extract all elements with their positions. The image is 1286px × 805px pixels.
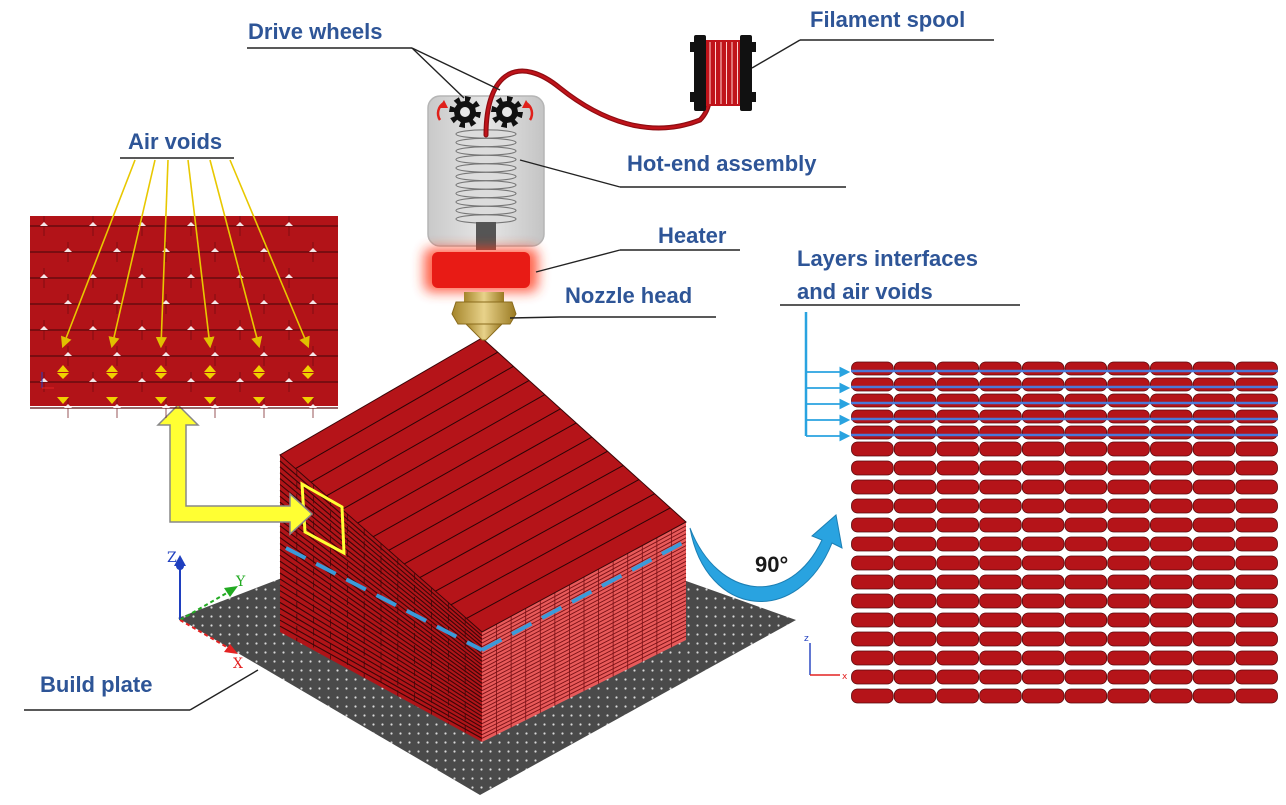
gear-icon [491, 96, 523, 128]
rotation-arrow [689, 514, 843, 602]
axis-x-label: X [233, 656, 243, 672]
heat-sink-fins [455, 129, 517, 224]
gear-icon [449, 96, 481, 128]
air-void-pointers [61, 159, 310, 349]
label-and-air-voids: and air voids [797, 279, 933, 304]
label-build-plate: Build plate [40, 672, 152, 697]
leader-lines [24, 39, 1020, 711]
axis-z-label: Z [167, 550, 177, 566]
label-air-voids: Air voids [128, 129, 222, 154]
section-cut-line-left [285, 546, 483, 652]
filament-spool [690, 35, 756, 111]
printed-part-cube [279, 337, 689, 742]
label-layers-interfaces: Layers interfaces [797, 246, 978, 271]
hot-end-assembly [427, 95, 545, 250]
label-hot-end-assembly: Hot-end assembly [627, 151, 817, 176]
cross-section-panel [851, 361, 1278, 704]
axis-triad: Z Y X [167, 550, 246, 672]
detail-callout-arrow [156, 403, 314, 536]
cube-top-face [279, 337, 687, 633]
small-axis-z-label: z [804, 634, 809, 644]
label-heater: Heater [658, 223, 727, 248]
drive-wheels [436, 96, 534, 128]
nozzle-head [451, 292, 517, 341]
axis-y-label: Y [235, 574, 246, 590]
air-voids-detail-panel [30, 216, 338, 418]
small-axis-x-label: x [842, 672, 848, 682]
label-drive-wheels: Drive wheels [248, 19, 383, 44]
section-cut-line-right [481, 538, 689, 652]
rotation-label: 90° [755, 552, 788, 577]
label-filament-spool: Filament spool [810, 7, 965, 32]
heater-block [424, 248, 538, 292]
layer-interface-arrows [804, 312, 1278, 442]
cube-right-face [481, 522, 687, 742]
small-axis-triad: z x [804, 634, 848, 682]
label-nozzle-head: Nozzle head [565, 283, 692, 308]
